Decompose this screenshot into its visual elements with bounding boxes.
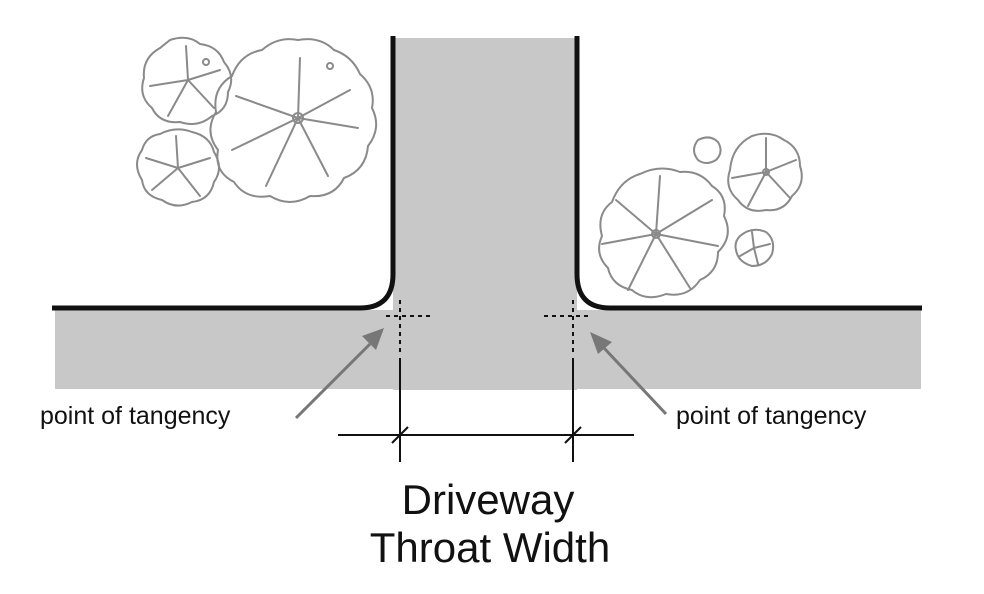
right-medium-tree-branches	[731, 137, 797, 207]
right-tangency-label: point of tangency	[676, 402, 867, 430]
driveway-pavement	[393, 38, 577, 390]
left-tangency-label: point of tangency	[40, 402, 231, 430]
leader-arrow-icon	[294, 328, 668, 420]
dimension-label-line1: Driveway	[402, 476, 575, 523]
right-medium-tree-trunk	[762, 168, 770, 176]
right-large-tree-branches	[601, 175, 719, 291]
right-large-tree-trunk	[651, 229, 661, 239]
right-small-tree2-branches	[739, 231, 771, 265]
tree-sketch-icon	[598, 132, 803, 299]
curb-lines	[52, 36, 922, 311]
right-leader-line	[602, 346, 668, 416]
left-curb-line	[52, 36, 396, 311]
top-left-tree-branches	[149, 45, 221, 117]
right-small-tree2-canopy	[734, 228, 775, 268]
left-leader-line	[294, 342, 372, 420]
right-curb-line	[574, 36, 922, 311]
dimension-label-line2: Throat Width	[370, 524, 610, 571]
tree-sketch-icon	[202, 58, 210, 66]
bottom-left-tree-branches	[145, 135, 211, 197]
large-tree-branches	[231, 57, 359, 187]
large-tree-canopy	[209, 38, 378, 203]
left-leader-head	[362, 328, 384, 350]
bottom-left-tree-canopy	[136, 128, 220, 207]
pavement	[55, 38, 921, 390]
right-large-tree-canopy	[598, 167, 729, 299]
dimension	[338, 358, 634, 462]
tangency-crosshairs	[386, 300, 590, 356]
tree-sketch-icon	[326, 62, 334, 70]
right-leader-head	[590, 332, 612, 354]
large-tree-trunk	[292, 112, 304, 124]
left-tick	[391, 426, 409, 444]
tree-sketch-icon	[136, 36, 378, 207]
top-left-tree-canopy	[141, 36, 233, 125]
right-tick	[564, 426, 582, 444]
right-small-tree-canopy	[693, 136, 722, 164]
right-medium-tree-canopy	[727, 132, 803, 212]
